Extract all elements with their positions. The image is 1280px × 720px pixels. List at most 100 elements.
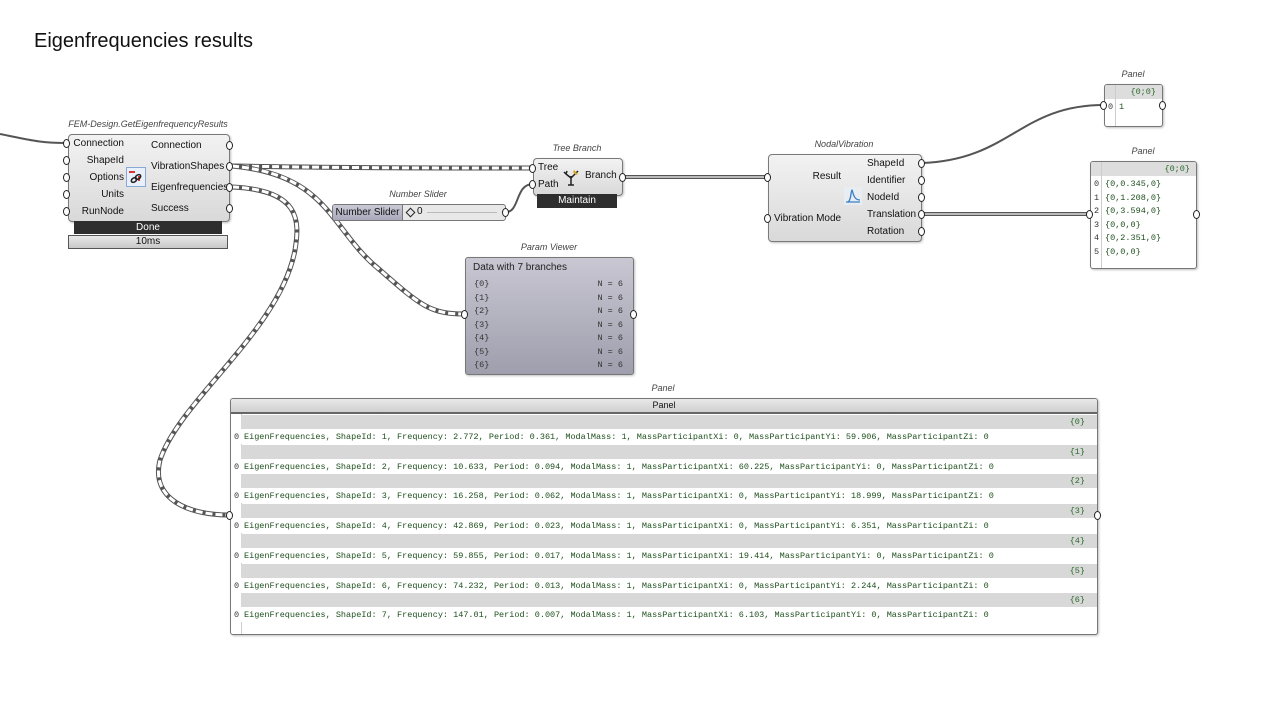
panel-branch-path: {3} bbox=[1069, 506, 1085, 517]
output-translation[interactable]: Translation bbox=[867, 209, 917, 220]
port-out-panel-shapeid[interactable] bbox=[1159, 101, 1166, 110]
port-out-shapeid[interactable] bbox=[918, 159, 925, 168]
branch-path: {2} bbox=[474, 306, 490, 316]
port-out-connection[interactable] bbox=[226, 141, 233, 150]
output-success[interactable]: Success bbox=[151, 203, 189, 214]
wire-vibrationshapes-to-tree[interactable] bbox=[231, 163, 534, 171]
branch-count: N = 6 bbox=[597, 333, 623, 343]
panel-line-text: EigenFrequencies, ShapeId: 6, Frequency:… bbox=[244, 580, 989, 591]
input-tree[interactable]: Tree bbox=[538, 162, 559, 173]
input-runnode[interactable]: RunNode bbox=[81, 206, 124, 217]
tree-branch-component[interactable]: Tree Path Branch bbox=[533, 158, 623, 196]
output-identifier[interactable]: Identifier bbox=[867, 175, 906, 186]
port-in-shapeid[interactable] bbox=[63, 156, 70, 165]
panel-translation-index: 3 bbox=[1094, 219, 1100, 230]
panel-branch-header: {0} bbox=[241, 415, 1097, 429]
status-badge: Done bbox=[74, 221, 222, 234]
param-viewer-branch-row: {3} N = 6 bbox=[474, 320, 623, 330]
number-slider-value: 0 bbox=[417, 206, 423, 217]
branch-path: {4} bbox=[474, 333, 490, 343]
number-slider[interactable]: Number Slider 0 bbox=[332, 204, 506, 221]
panel-branch-path: {5} bbox=[1069, 565, 1085, 576]
output-shapeid[interactable]: ShapeId bbox=[867, 158, 905, 169]
port-in-panel-shapeid[interactable] bbox=[1100, 101, 1107, 110]
branch-count: N = 6 bbox=[597, 292, 623, 303]
nodal-vibration-component[interactable]: Result Vibration Mode ShapeId Identifier… bbox=[768, 154, 922, 242]
panel-line-text: EigenFrequencies, ShapeId: 1, Frequency:… bbox=[244, 432, 989, 442]
input-result[interactable]: Result bbox=[812, 171, 841, 182]
port-out-rotation[interactable] bbox=[918, 227, 925, 236]
port-in-panel-eigen[interactable] bbox=[226, 511, 233, 520]
port-in-param-viewer[interactable] bbox=[461, 310, 468, 319]
param-viewer[interactable]: Data with 7 branches {0}N = 6{1}N = 6{2}… bbox=[465, 257, 634, 375]
input-vibration-mode[interactable]: Vibration Mode bbox=[774, 213, 842, 224]
output-vibrationshapes[interactable]: VibrationShapes bbox=[151, 161, 225, 172]
tree-branch-status: Maintain bbox=[537, 194, 617, 208]
number-slider-label: Number Slider bbox=[333, 205, 403, 220]
output-branch[interactable]: Branch bbox=[585, 170, 617, 181]
slider-grip-icon[interactable] bbox=[405, 207, 416, 218]
wire-vibrationshapes-to-paramviewer[interactable] bbox=[231, 163, 465, 317]
panel-line-index: 0 bbox=[234, 491, 240, 502]
chain-link-icon bbox=[126, 167, 146, 187]
wire-slider-to-path[interactable] bbox=[505, 183, 534, 213]
input-connection[interactable]: Connection bbox=[73, 138, 124, 149]
panel-branch-header: {6} bbox=[241, 593, 1097, 608]
branch-path: {5} bbox=[474, 346, 490, 357]
port-out-panel-translation[interactable] bbox=[1193, 210, 1200, 219]
branch-path: {3} bbox=[474, 319, 490, 330]
param-viewer-branch-row: {1}N = 6 bbox=[474, 293, 623, 303]
port-out-eigenfrequencies[interactable] bbox=[226, 183, 233, 192]
panel-shapeid-caption: Panel bbox=[1121, 69, 1145, 79]
param-viewer-branch-row: {2}N = 6 bbox=[474, 306, 623, 316]
panel-branch-path: {2} bbox=[1069, 476, 1085, 487]
panel-translation[interactable]: {0;0} 0{0,0.345,0}1{0,1.208,0}2{0,3.594,… bbox=[1090, 161, 1197, 269]
port-out-nodeid[interactable] bbox=[918, 193, 925, 202]
number-slider-caption: Number Slider bbox=[389, 189, 447, 199]
panel-shapeid-index: 0 bbox=[1108, 102, 1114, 112]
slider-track[interactable] bbox=[427, 212, 497, 213]
port-in-tree[interactable] bbox=[529, 164, 536, 173]
input-options[interactable]: Options bbox=[89, 172, 124, 183]
branch-count: N = 6 bbox=[597, 319, 623, 330]
get-eigenfrequency-results-component[interactable]: Connection ShapeId Options Units RunNode… bbox=[68, 134, 230, 222]
input-path[interactable]: Path bbox=[538, 179, 559, 190]
panel-branch-header: {1} bbox=[241, 444, 1097, 459]
port-out-identifier[interactable] bbox=[918, 176, 925, 185]
input-units[interactable]: Units bbox=[101, 189, 124, 200]
port-in-connection[interactable] bbox=[63, 139, 70, 148]
input-shapeid[interactable]: ShapeId bbox=[86, 155, 124, 166]
port-in-units[interactable] bbox=[63, 190, 70, 199]
branch-count: N = 6 bbox=[597, 346, 623, 357]
output-nodeid[interactable]: NodeId bbox=[867, 192, 900, 203]
port-in-path[interactable] bbox=[529, 180, 536, 189]
panel-translation-path: {0;0} bbox=[1164, 164, 1190, 174]
port-in-options[interactable] bbox=[63, 173, 70, 182]
port-out-vibrationshapes[interactable] bbox=[226, 162, 233, 171]
output-connection[interactable]: Connection bbox=[151, 140, 202, 151]
port-out-param-viewer[interactable] bbox=[630, 310, 637, 319]
panel-line-index: 0 bbox=[234, 521, 240, 532]
get-results-caption: FEM-Design.GetEigenfrequencyResults bbox=[68, 119, 228, 129]
port-out-slider[interactable] bbox=[502, 208, 509, 217]
output-rotation[interactable]: Rotation bbox=[867, 226, 905, 237]
port-in-panel-translation[interactable] bbox=[1086, 210, 1093, 219]
port-out-panel-eigen[interactable] bbox=[1094, 511, 1101, 520]
wire-eigenfrequencies-to-panel[interactable] bbox=[156, 184, 300, 518]
port-out-success[interactable] bbox=[226, 204, 233, 213]
param-viewer-header: Data with 7 branches bbox=[473, 262, 567, 273]
port-in-runnode[interactable] bbox=[63, 207, 70, 216]
wire-connection-in[interactable] bbox=[0, 133, 67, 144]
port-in-result[interactable] bbox=[764, 173, 771, 182]
wire-shapeid-to-panel[interactable] bbox=[921, 104, 1105, 164]
panel-translation-value: {0,0.345,0} bbox=[1105, 179, 1162, 189]
port-out-translation[interactable] bbox=[918, 210, 925, 219]
panel-eigen-caption: Panel bbox=[651, 383, 675, 393]
port-in-vibration-mode[interactable] bbox=[764, 214, 771, 223]
output-eigenfrequencies[interactable]: Eigenfrequencies bbox=[151, 182, 229, 193]
panel-line-index: 0 bbox=[234, 580, 240, 591]
port-out-branch[interactable] bbox=[619, 173, 626, 182]
panel-shapeid[interactable]: {0;0} 0 1 bbox=[1104, 84, 1163, 127]
